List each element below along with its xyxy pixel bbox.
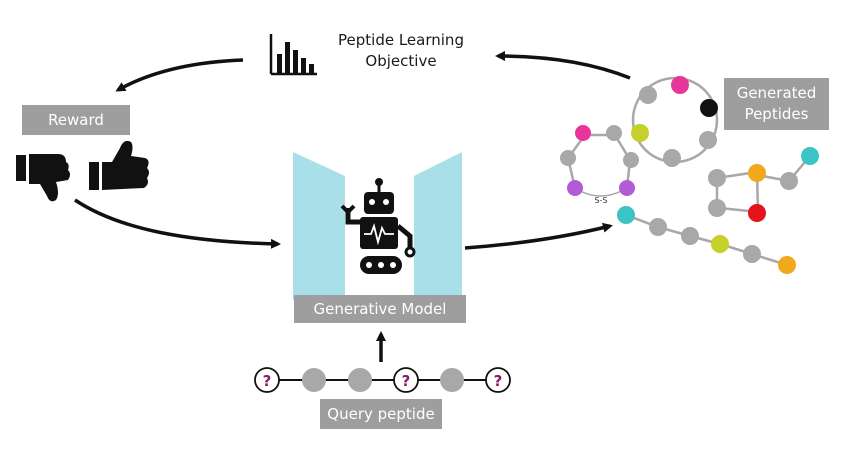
thumbs-up-icon [89,140,149,190]
residue [348,368,372,392]
reward-label: Reward [22,105,130,135]
arrow-objective-to-reward [115,58,244,92]
residue [623,152,639,168]
residue [681,227,699,245]
residue [575,125,591,141]
model-right-panel [414,152,462,300]
residue [801,147,819,165]
objective-label: Peptide Learning Objective [331,30,471,72]
residue [560,150,576,166]
unknown-mark: ? [494,372,503,390]
model-left-panel [293,152,345,300]
peptide-ring-left: S-S [560,125,639,205]
residue [663,149,681,167]
unknown-residue [485,367,511,393]
arrow-peptides-to-objective [495,51,631,80]
query-peptide-chain: ? ? ? [254,367,511,393]
bar-chart-icon [263,26,323,82]
unknown-residue [393,367,419,393]
residue [708,169,726,187]
residue [631,124,649,142]
residue [649,218,667,236]
residue [708,199,726,217]
residue [639,86,657,104]
peptide-ring-right [708,147,819,222]
robot-icon [340,178,416,274]
residue [606,125,622,141]
residue [748,204,766,222]
residue [302,368,326,392]
generated-peptides-label: Generated Peptides [724,78,829,130]
residue [743,245,761,263]
generated-peptides-line1: Generated [736,84,817,102]
residue [671,76,689,94]
objective-label-line1: Peptide Learning [338,31,464,49]
residue [440,368,464,392]
arrow-model-to-peptides [464,222,613,250]
query-peptide-label: Query peptide [320,399,442,429]
residue [567,180,583,196]
arrow-reward-to-model [74,198,281,249]
residue [748,164,766,182]
unknown-mark: ? [263,372,272,390]
peptide-ring-top [631,76,719,167]
thumbs-down-icon [16,154,70,202]
residue [711,235,729,253]
residue [617,206,635,224]
disulfide-bond-label: S-S [594,196,607,205]
generated-peptides-line2: Peptides [744,105,809,123]
residue [778,256,796,274]
peptide-linear [617,206,796,274]
objective-label-line2: Objective [365,52,437,70]
residue [700,99,718,117]
generative-model-label: Generative Model [294,295,466,323]
unknown-residue [254,367,280,393]
residue [780,172,798,190]
unknown-mark: ? [402,372,411,390]
residue [619,180,635,196]
residue [699,131,717,149]
